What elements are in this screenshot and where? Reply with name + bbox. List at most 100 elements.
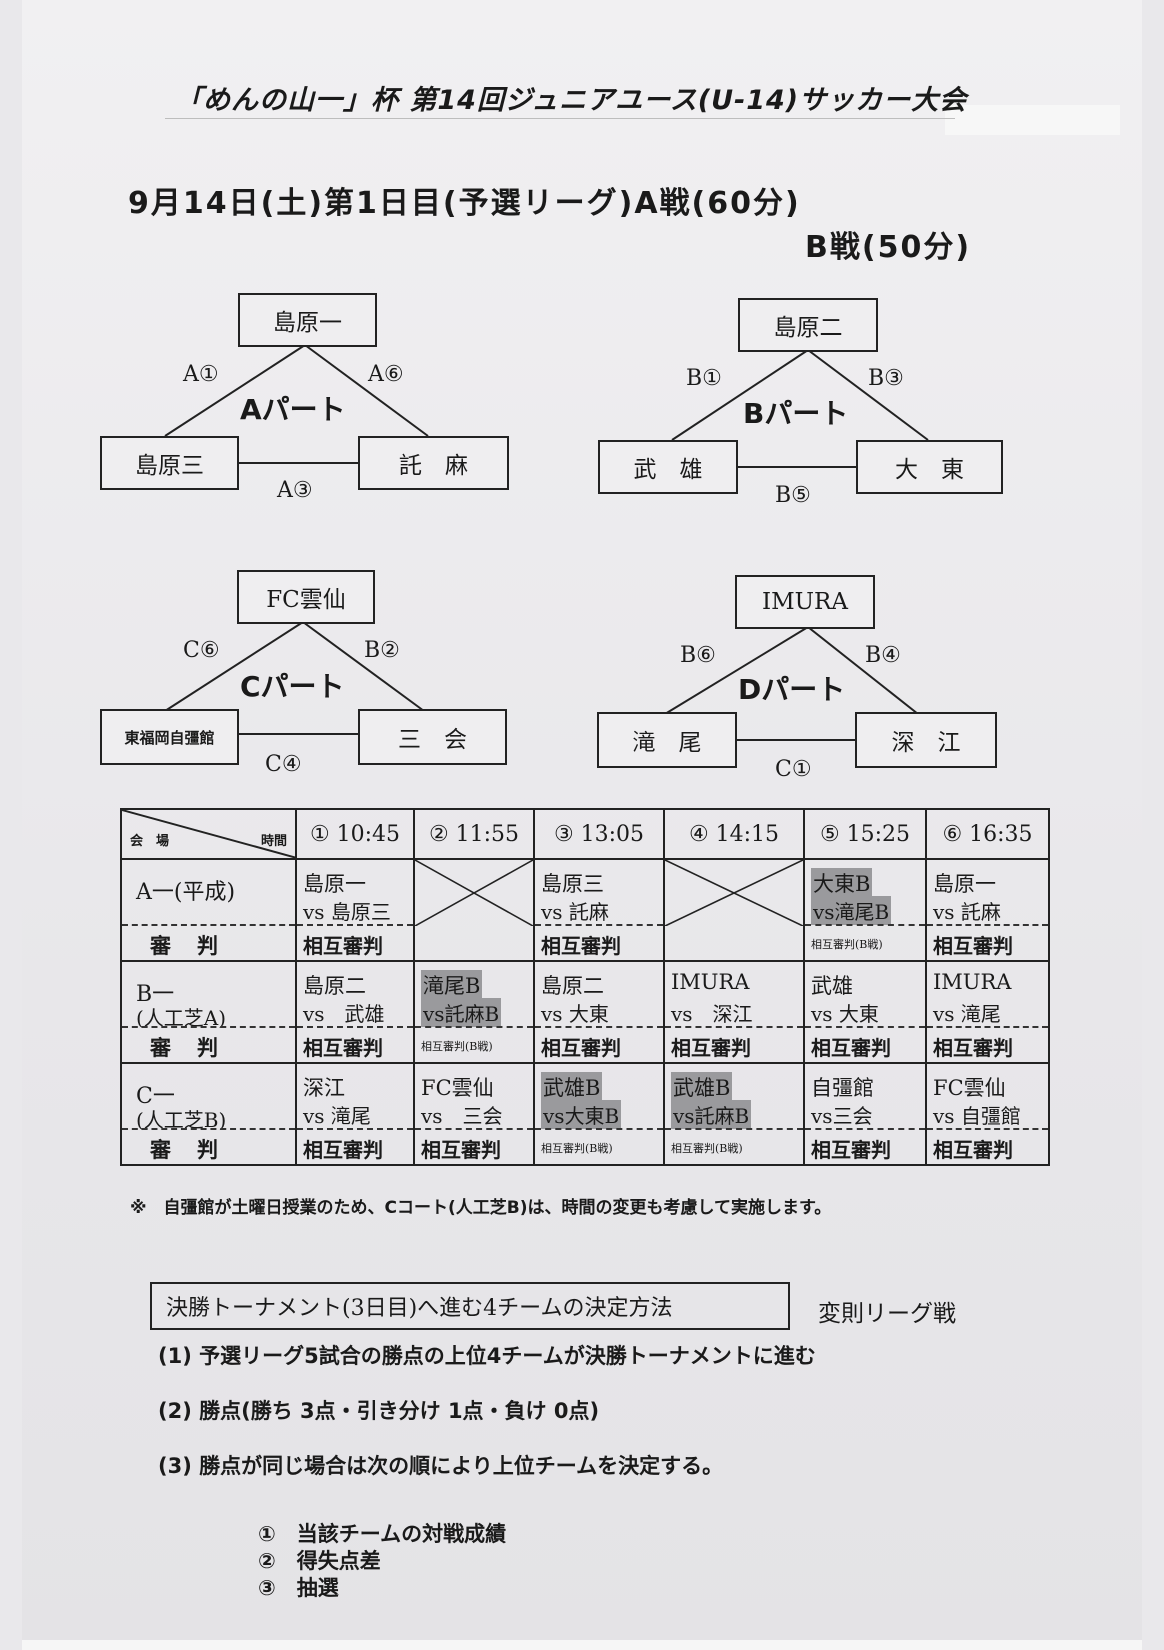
match-label: B⑥ (680, 643, 716, 668)
match-cell: 島原三 vs 託麻相互審判 (533, 858, 665, 962)
dashed-divider (927, 1026, 1048, 1028)
home-team: 島原二 (541, 974, 604, 998)
referee-assignment: 相互審判 (303, 1036, 383, 1060)
determination-heading: 決勝トーナメント(3日目)へ進む4チームの決定方法 (150, 1282, 790, 1330)
home-team: 島原二 (303, 974, 366, 998)
home-team: FC雲仙 (421, 1076, 494, 1100)
match-label: A① (183, 362, 219, 387)
away-team: vs 深江 (671, 1002, 753, 1026)
tiebreaker-item: ② 得失点差 (258, 1549, 381, 1573)
no-match-cross (665, 860, 803, 926)
time-header: ⑥ 16:35 (925, 808, 1050, 860)
home-team: 大東B (811, 868, 873, 898)
home-team: IMURA (671, 970, 750, 994)
dashed-divider (535, 1026, 663, 1028)
home-team: 武雄B (671, 1072, 733, 1102)
home-team: 滝尾B (421, 970, 483, 1000)
match-label: B④ (865, 643, 901, 668)
dashed-divider (415, 1128, 533, 1130)
referee-assignment: 相互審判 (933, 1036, 1013, 1060)
away-team: vs 大東 (811, 1002, 879, 1026)
tape-strip (945, 105, 1120, 135)
away-team: vs 大東 (541, 1002, 609, 1026)
title-rule (165, 118, 955, 119)
venue-name: C一 (136, 1084, 175, 1109)
team-box-right: 託 麻 (358, 436, 509, 490)
corner-venue-label: 会 場 (130, 834, 170, 849)
match-label: C① (775, 757, 812, 782)
team-box-right: 深 江 (855, 712, 997, 768)
match-label: B① (686, 366, 722, 391)
time-header: ③ 13:05 (533, 808, 665, 860)
team-box-right: 大 東 (856, 440, 1003, 494)
referee-assignment: 相互審判 (541, 934, 621, 958)
match-cell: 島原一 vs 島原三相互審判 (295, 858, 415, 962)
away-team: vs 滝尾 (303, 1104, 371, 1128)
time-header: ④ 14:15 (663, 808, 805, 860)
schedule-note: ※ 自彊館が土曜日授業のため、Cコート(人工芝B)は、時間の変更も考慮して実施し… (130, 1198, 832, 1218)
referee-assignment: 相互審判 (933, 934, 1013, 958)
dashed-divider (297, 1128, 413, 1130)
away-team: vs 三会 (421, 1104, 503, 1128)
rule-item: (2) 勝点(勝ち 3点・引き分け 1点・負け 0点) (158, 1399, 600, 1423)
home-team: 島原一 (303, 872, 366, 896)
schedule-table: 会 場 時間 ① 10:45 ② 11:55 ③ 13:05 ④ 14:15 ⑤… (120, 808, 1050, 1166)
venue-cell: C一(人工芝B)審判 (120, 1062, 297, 1166)
referee-label: 審判 (150, 933, 244, 958)
table-corner-cell: 会 場 時間 (120, 808, 297, 860)
dashed-divider (122, 1128, 295, 1130)
dashed-divider (927, 1128, 1048, 1130)
time-header: ⑤ 15:25 (803, 808, 927, 860)
away-team: vs 自彊館 (933, 1104, 1021, 1128)
venue-name: B一 (136, 982, 175, 1007)
away-team: vs 島原三 (303, 900, 391, 924)
dashed-divider (297, 924, 413, 926)
match-label: B② (364, 638, 400, 663)
away-team: vs 託麻 (541, 900, 609, 924)
home-team: 島原三 (541, 872, 604, 896)
tiebreaker-item: ① 当該チームの対戦成績 (258, 1522, 507, 1546)
away-team: vs 託麻 (933, 900, 1001, 924)
dashed-divider (535, 1128, 663, 1130)
referee-assignment: 相互審判(B戦) (421, 1040, 493, 1053)
away-team: vs託麻B (671, 1100, 752, 1129)
tiebreaker-item: ③ 抽選 (258, 1576, 339, 1600)
match-label: C④ (265, 752, 302, 777)
match-cell (663, 858, 805, 962)
referee-assignment: 相互審判 (303, 934, 383, 958)
referee-assignment: 相互審判 (303, 1138, 383, 1162)
team-box-left: 東福岡自彊館 (100, 709, 239, 765)
dashed-divider (805, 1128, 925, 1130)
referee-assignment: 相互審判 (811, 1036, 891, 1060)
away-team: vs託麻B (421, 998, 502, 1027)
match-label: C⑥ (183, 638, 220, 663)
document-title: 「めんの山一」杯 第14回ジュニアユース(U-14)サッカー大会 (175, 85, 968, 116)
corner-time-label: 時間 (260, 834, 287, 849)
dashed-divider (415, 1026, 533, 1028)
referee-assignment: 相互審判(B戦) (811, 938, 883, 951)
referee-assignment: 相互審判(B戦) (671, 1142, 743, 1155)
team-box-left: 武 雄 (598, 440, 738, 494)
home-team: 自彊館 (811, 1076, 874, 1100)
venue-cell: A一(平成)審判 (120, 858, 297, 962)
team-box-left: 島原三 (100, 436, 239, 490)
rule-item: (1) 予選リーグ5試合の勝点の上位4チームが決勝トーナメントに進む (158, 1344, 816, 1368)
match-cell (413, 858, 535, 962)
team-box-top: FC雲仙 (237, 570, 375, 624)
league-diagram-lines (164, 344, 929, 741)
home-team: 武雄B (541, 1072, 603, 1102)
team-box-left: 滝 尾 (597, 712, 737, 768)
